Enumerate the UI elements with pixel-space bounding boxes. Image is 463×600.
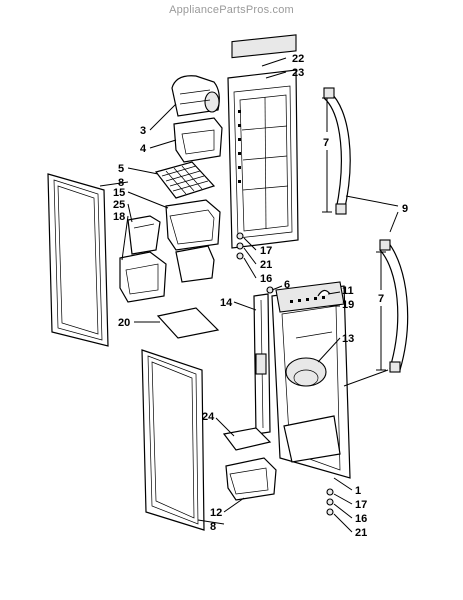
callout-23: 23 bbox=[292, 67, 304, 79]
shelf-grille bbox=[154, 161, 216, 199]
callout-17-lower: 17 bbox=[355, 499, 367, 511]
callout-25: 25 bbox=[113, 199, 125, 211]
callout-15: 15 bbox=[113, 187, 125, 199]
upper-door-handle bbox=[323, 87, 351, 215]
callout-18: 18 bbox=[113, 211, 125, 223]
leader-lines bbox=[99, 57, 399, 533]
callout-20: 20 bbox=[118, 317, 130, 329]
drip-tray bbox=[222, 427, 272, 451]
callout-12: 12 bbox=[210, 507, 222, 519]
callout-14: 14 bbox=[220, 297, 233, 309]
callout-8-upper: 8 bbox=[118, 177, 124, 189]
bin-bracket bbox=[173, 117, 223, 163]
callout-24: 24 bbox=[202, 411, 215, 423]
callout-6: 6 bbox=[284, 279, 290, 291]
hinge-bar bbox=[253, 293, 271, 435]
callout-8-lower: 8 bbox=[210, 521, 216, 533]
upper-door-liner bbox=[227, 34, 299, 249]
callout-16-upper: 16 bbox=[260, 273, 272, 285]
callout-19: 19 bbox=[342, 299, 354, 311]
upper-door-gasket bbox=[47, 173, 109, 347]
callout-7-upper: 7 bbox=[323, 137, 329, 149]
callout-1: 1 bbox=[355, 485, 361, 497]
lower-door-liner bbox=[271, 281, 351, 479]
callout-21-lower: 21 bbox=[355, 527, 367, 539]
callout-16-lower: 16 bbox=[355, 513, 367, 525]
callout-21-upper: 21 bbox=[260, 259, 272, 271]
door-bin bbox=[165, 199, 221, 251]
callout-7-lower: 7 bbox=[378, 293, 384, 305]
retainer-bin bbox=[119, 245, 215, 303]
lower-door-bin bbox=[225, 457, 277, 501]
flat-shelf bbox=[156, 307, 220, 339]
callout-17-upper: 17 bbox=[260, 245, 272, 257]
lower-door-gasket bbox=[141, 349, 205, 531]
lower-door-handle bbox=[379, 239, 409, 373]
callout-4: 4 bbox=[140, 143, 147, 155]
ice-storage-bin bbox=[171, 75, 220, 117]
callout-5: 5 bbox=[118, 163, 124, 175]
callout-11: 11 bbox=[342, 285, 354, 297]
watermark-text: AppliancePartsPros.com bbox=[169, 4, 294, 16]
callout-3: 3 bbox=[140, 125, 146, 137]
callout-9: 9 bbox=[402, 203, 408, 215]
hardware-screws bbox=[236, 232, 334, 516]
callout-22: 22 bbox=[292, 53, 304, 65]
small-cup bbox=[127, 215, 161, 255]
callout-13: 13 bbox=[342, 333, 354, 345]
